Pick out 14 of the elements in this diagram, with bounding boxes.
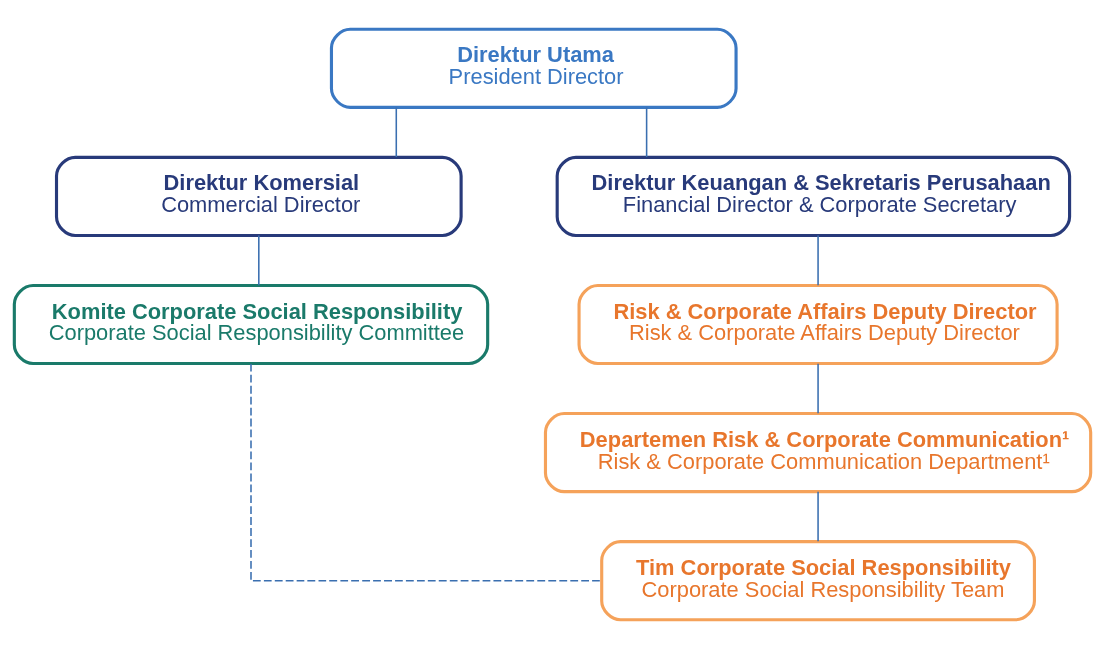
node-box: Direktur Keuangan & Sekretaris Perusahaan Financial Director & Corporate Secretary <box>555 155 1072 237</box>
connector <box>817 362 819 414</box>
connector <box>817 490 819 542</box>
connector <box>258 234 260 286</box>
node-box: Direktur Komersial Commercial Director <box>54 155 463 237</box>
connector <box>395 106 398 158</box>
node-box: Risk & Corporate Affairs Deputy Director Risk & Corporate Affairs Deputy Director <box>577 283 1059 365</box>
node-box: Tim Corporate Social Responsibility Corporate Social Responsibility Team <box>600 539 1036 621</box>
connector <box>645 106 648 158</box>
node-box: Direktur Utama President Director <box>329 27 738 109</box>
connector <box>817 234 819 286</box>
node-box: Komite Corporate Social Responsibility Corporate Social Responsibility Committee <box>12 283 490 365</box>
node-box: Departemen Risk & Corporate Communication¹ Risk & Corporate Communication Department¹ <box>543 411 1093 493</box>
connector <box>250 362 603 581</box>
